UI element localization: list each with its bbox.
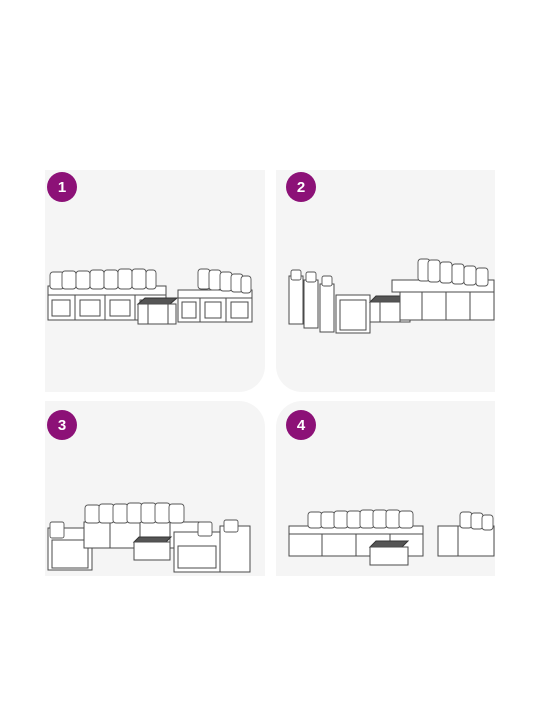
badge-1: 1 — [47, 172, 77, 202]
sofa-set-1 — [47, 268, 253, 325]
sofa-set-3 — [47, 502, 251, 573]
sofa-set-4 — [288, 509, 495, 566]
badge-4: 4 — [286, 410, 316, 440]
badge-3: 3 — [47, 410, 77, 440]
sofa-set-2 — [288, 258, 495, 334]
badge-2: 2 — [286, 172, 316, 202]
